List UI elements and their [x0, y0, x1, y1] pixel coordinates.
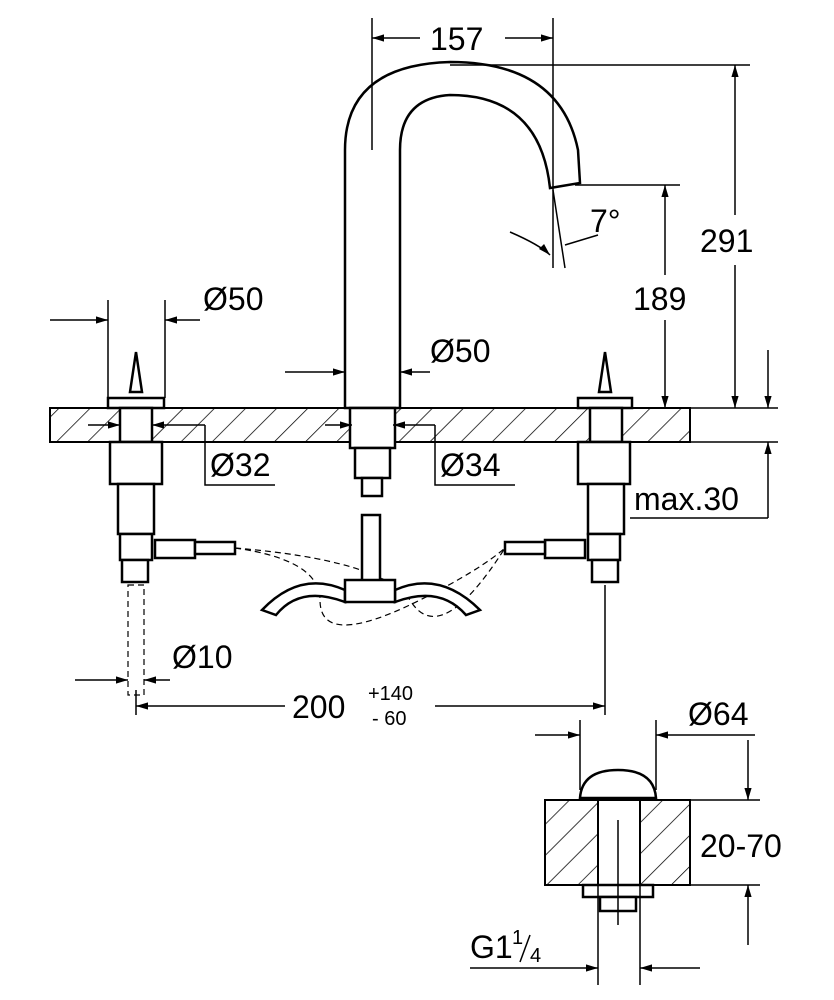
dim-center-distance: 200 — [292, 689, 345, 725]
dim-handle-hole-diameter: Ø32 — [210, 447, 270, 483]
hoses — [234, 513, 506, 626]
dim-spout-reach: 157 — [430, 21, 483, 57]
dim-spout-base-diameter: Ø50 — [430, 333, 490, 369]
dim-outlet-angle: 7° — [590, 203, 621, 239]
dim-outlet-height: 189 — [633, 281, 686, 317]
dim-max-deck-thickness: max.30 — [634, 481, 739, 517]
waste-drain — [544, 768, 760, 925]
dim-total-height: 291 — [700, 223, 753, 259]
dim-waste-thread: G1 1 4 — [470, 927, 541, 967]
dim-waste-cap-diameter: Ø64 — [688, 696, 748, 732]
thread-fraction-num: 1 — [512, 927, 523, 949]
dim-center-tol-minus: - 60 — [372, 708, 406, 730]
thread-size: G1 — [470, 929, 513, 965]
right-valve — [503, 351, 634, 584]
thread-fraction-den: 4 — [530, 945, 541, 967]
spout — [343, 60, 582, 498]
dim-spout-hole-diameter: Ø34 — [440, 447, 500, 483]
dimension-lines — [50, 18, 772, 985]
dim-center-tol-plus: +140 — [368, 683, 413, 705]
dim-basin-thickness: 20-70 — [700, 828, 782, 864]
dim-handle-diameter: Ø50 — [203, 281, 263, 317]
dim-supply-diameter: Ø10 — [172, 639, 232, 675]
